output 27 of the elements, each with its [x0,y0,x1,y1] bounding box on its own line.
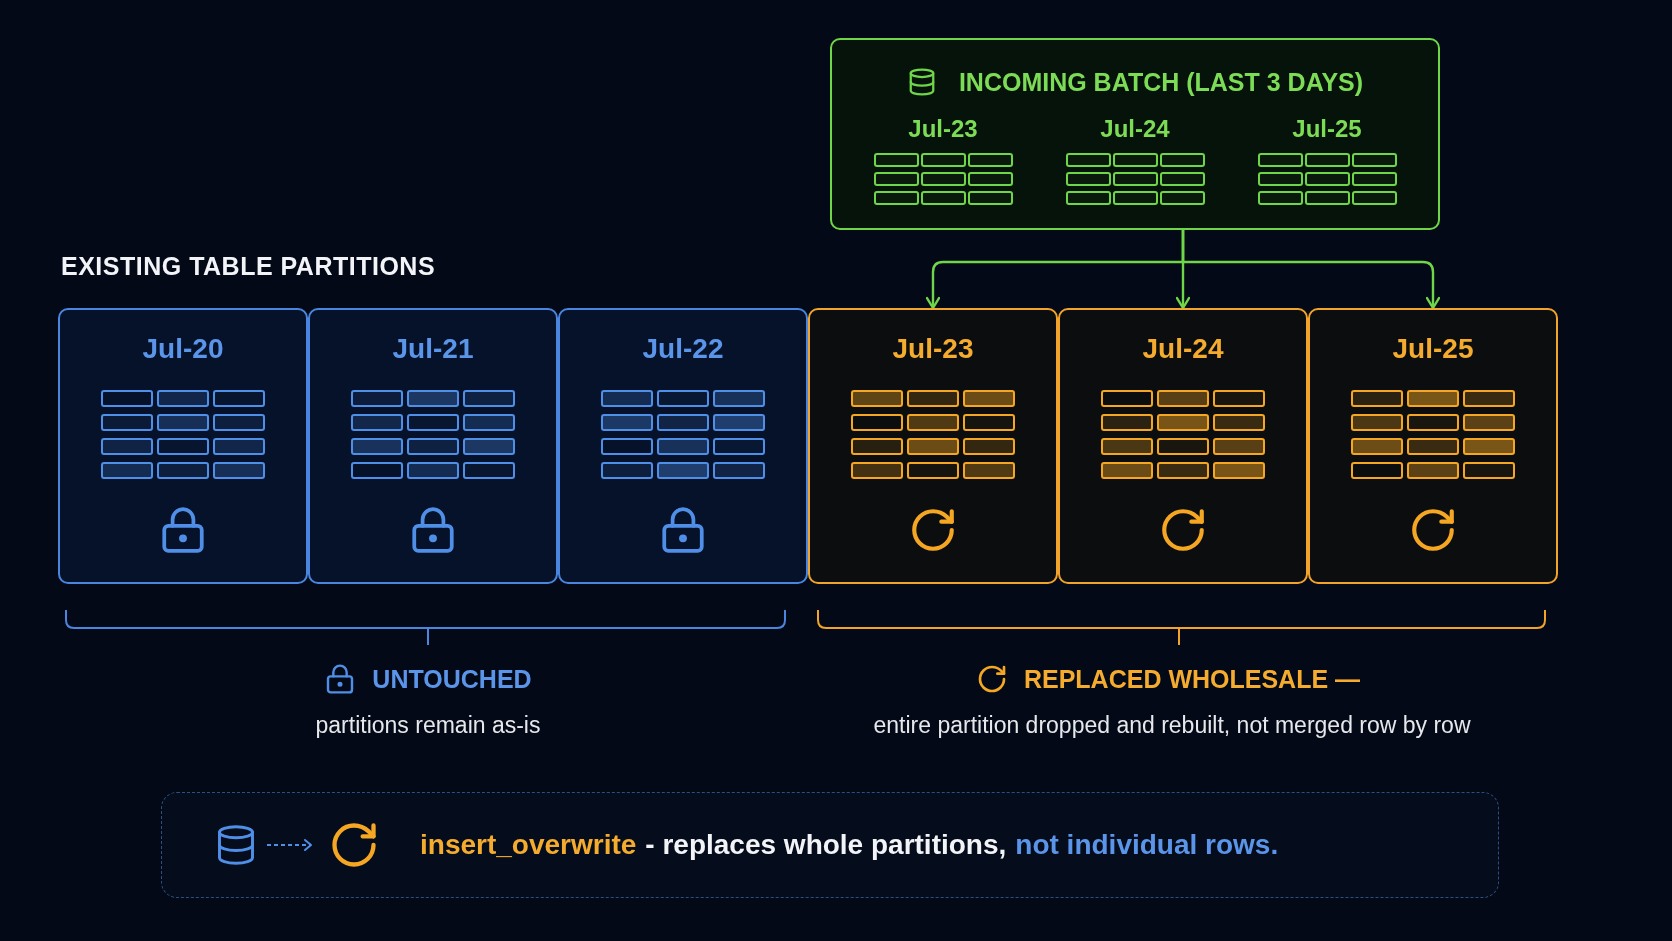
partition-box [1058,308,1308,584]
batch-title: INCOMING BATCH (LAST 3 DAYS) [958,67,1364,98]
group-note: entire partition dropped and rebuilt, not merged row by row [873,711,1471,740]
group-note: partitions remain as-is [315,711,541,740]
partition-box [808,308,1058,584]
description-text: - replaces whole partitions, [645,828,1007,862]
group-title: UNTOUCHED [372,664,532,695]
section-heading: EXISTING TABLE PARTITIONS [61,251,436,282]
summary-banner [161,792,1499,898]
partition-date: Jul-20 [142,332,224,366]
partition-box [58,308,308,584]
partition-date: Jul-24 [1100,114,1170,144]
partition-date: Jul-22 [642,332,724,366]
partition-date: Jul-23 [908,114,978,144]
partition-box [1308,308,1558,584]
arrow [1181,230,1441,310]
partition-date: Jul-23 [892,332,974,366]
partition-date: Jul-25 [1292,114,1362,144]
partition-date: Jul-25 [1392,332,1474,366]
batch-box [830,38,1440,230]
partition-box [558,308,808,584]
partition-box [308,308,558,584]
emphasis-text: not individual rows. [1015,828,1279,862]
partition-date: Jul-24 [1142,332,1224,366]
partition-date: Jul-21 [392,332,474,366]
command-name: insert_overwrite [420,828,637,862]
group-title: REPLACED WHOLESALE — [1023,664,1361,695]
